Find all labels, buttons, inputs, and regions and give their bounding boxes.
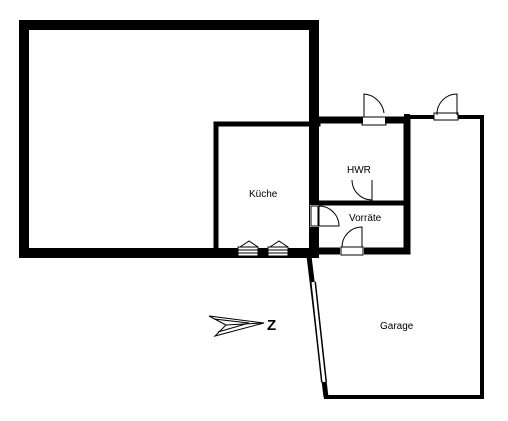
- room-label-kueche: Küche: [249, 189, 278, 200]
- door-swings: [310, 93, 459, 256]
- room-label-hwr: HWR: [347, 165, 371, 176]
- garage-door: [306, 255, 329, 398]
- garage-walls: [324, 114, 484, 399]
- room-label-garage: Garage: [380, 321, 414, 332]
- room-label-vorraete: Vorräte: [349, 213, 382, 224]
- kitchen-walls: [213, 121, 321, 253]
- kitchen-windows: [237, 240, 289, 257]
- north-label: Z: [267, 317, 276, 334]
- door-openings: [310, 113, 458, 256]
- north-arrow-icon: [208, 315, 265, 337]
- utility-block-walls: [310, 116, 411, 256]
- main-room-walls: [19, 20, 319, 258]
